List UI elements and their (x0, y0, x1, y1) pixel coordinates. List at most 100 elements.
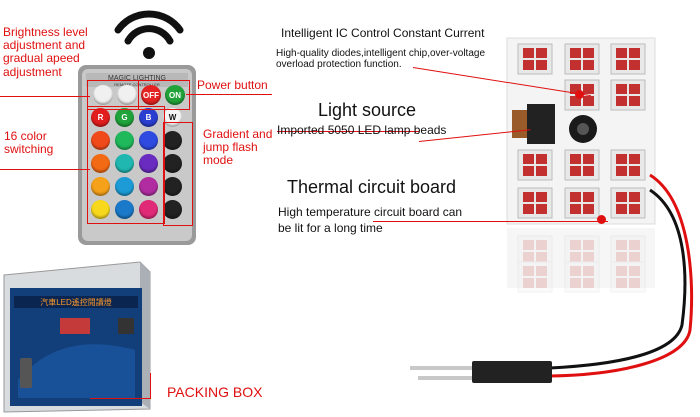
brightness-leader-line (0, 96, 90, 97)
led-chip-segment (616, 84, 627, 94)
remote-color-button: R (91, 108, 110, 127)
led-chip-segment (523, 266, 534, 276)
led-chip-segment (616, 166, 627, 176)
led-chip-reflection (564, 235, 600, 267)
led-chip-segment (523, 192, 534, 202)
led-chip-segment (536, 154, 547, 164)
light-source-desc: Imported 5050 LED lamp beads (277, 123, 447, 137)
led-chip-segment (570, 154, 581, 164)
led-chip-segment (570, 204, 581, 214)
color-switch-leader-line (0, 169, 90, 170)
led-chip-segment (536, 166, 547, 176)
led-chip-segment (583, 266, 594, 276)
remote-color-button (91, 131, 110, 150)
remote-color-button (139, 154, 158, 173)
led-chip-reflection (610, 235, 646, 267)
led-chip-segment (523, 60, 534, 70)
led-chip-segment (629, 278, 640, 288)
led-chip-segment (629, 96, 640, 106)
ic-control-title: Intelligent IC Control Constant Current (281, 26, 485, 40)
led-chip-segment (536, 278, 547, 288)
brightness-label: Brightness level adjustment and gradual … (3, 25, 88, 79)
led-chip-segment (570, 166, 581, 176)
led-chip-segment (616, 240, 627, 250)
flash-buttons-frame (163, 122, 193, 226)
led-chip-segment (523, 252, 534, 262)
remote-color-button (91, 154, 110, 173)
led-chip-segment (523, 240, 534, 250)
led-chip-segment (536, 192, 547, 202)
led-chip-segment (570, 192, 581, 202)
packing-box-label: PACKING BOX (167, 384, 263, 400)
led-chip-segment (616, 252, 627, 262)
thermal-board-dot (597, 215, 606, 224)
led-chip-segment (570, 266, 581, 276)
led-chip-segment (629, 60, 640, 70)
led-chip-segment (583, 278, 594, 288)
remote-color-button (115, 200, 134, 219)
power-leader-line (186, 94, 272, 95)
led-chip-segment (536, 252, 547, 262)
led-chip-segment (629, 154, 640, 164)
led-chip-segment (629, 48, 640, 58)
ic-control-desc: High-quality diodes,intelligent chip,ove… (276, 48, 486, 70)
led-chip-segment (616, 192, 627, 202)
led-chip-segment (536, 60, 547, 70)
led-chip-segment (583, 84, 594, 94)
led-chip-segment (570, 84, 581, 94)
led-chip-segment (583, 48, 594, 58)
led-chip-reflection (517, 261, 553, 293)
remote-color-button (91, 177, 110, 196)
remote-color-button (163, 154, 182, 173)
led-chip-segment (523, 204, 534, 214)
led-chip-segment (616, 204, 627, 214)
led-chip-segment (536, 204, 547, 214)
thermal-board-line (373, 221, 608, 222)
color-buttons-frame (87, 106, 165, 224)
led-chip-segment (536, 266, 547, 276)
led-chip-segment (570, 240, 581, 250)
led-chip-segment (570, 278, 581, 288)
remote-color-button: B (139, 108, 158, 127)
led-chip-segment (570, 96, 581, 106)
led-chip-segment (523, 278, 534, 288)
power-wires (549, 173, 694, 378)
led-chip-segment (629, 192, 640, 202)
color-switching-label: 16 color switching (4, 129, 54, 157)
led-chip-segment (536, 240, 547, 250)
led-chip-segment (616, 48, 627, 58)
led-chip-segment (616, 266, 627, 276)
led-chip-segment (583, 192, 594, 202)
remote-color-button (115, 177, 134, 196)
led-chip-segment (629, 166, 640, 176)
light-source-title: Light source (318, 100, 417, 120)
remote-color-button: G (115, 108, 134, 127)
packing-box-line (90, 398, 151, 399)
remote-color-button (163, 200, 182, 219)
board-reflection (507, 228, 655, 288)
led-chip-reflection (610, 261, 646, 293)
remote-color-button (139, 131, 158, 150)
ic-control-dot (575, 90, 584, 99)
gradient-flash-label: Gradient and jump flash mode (203, 127, 273, 168)
svg-text:REMOTE CONTROLLER: REMOTE CONTROLLER (114, 82, 160, 87)
led-chip-segment (629, 266, 640, 276)
led-chip-segment (583, 204, 594, 214)
led-chip-reflection (564, 261, 600, 293)
wireless-signal-icon (114, 10, 184, 59)
light-source-line-a (277, 131, 419, 132)
led-chip-segment (583, 154, 594, 164)
led-chip-segment (583, 252, 594, 262)
remote-color-button (163, 177, 182, 196)
led-chip-segment (570, 60, 581, 70)
led-chip-segment (583, 96, 594, 106)
thermal-board-title: Thermal circuit board (287, 177, 457, 197)
power-button-label: Power button (197, 78, 268, 92)
thermal-board-desc: High temperature circuit board can be li… (278, 205, 463, 236)
brightness-up-icon (93, 85, 113, 105)
power-on-icon: ON (165, 85, 185, 105)
brightness-down-icon (117, 85, 137, 105)
led-chip-segment (583, 60, 594, 70)
remote-color-button (91, 200, 110, 219)
